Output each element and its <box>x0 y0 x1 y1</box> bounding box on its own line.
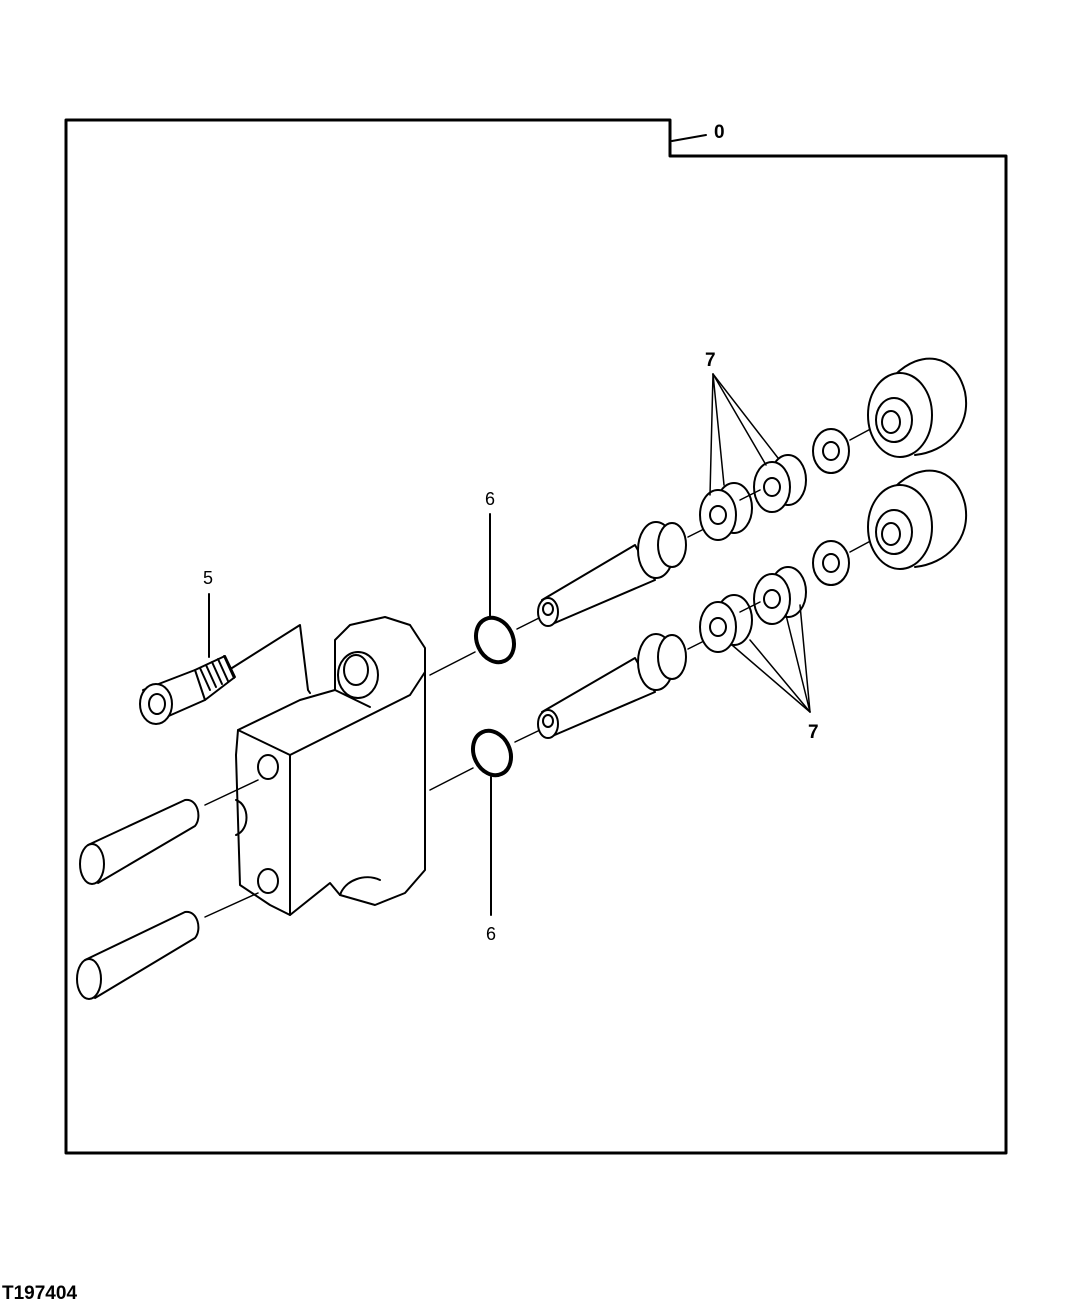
callout-7-lower-leaders <box>731 604 811 713</box>
callout-0-leader <box>671 134 707 142</box>
callout-5: 5 <box>203 568 213 588</box>
seal-stack-lower <box>699 540 850 653</box>
dowel-pin-lower <box>76 892 259 1000</box>
valve-housing <box>235 616 426 916</box>
callout-7-lower: 7 <box>808 722 819 743</box>
callout-7-upper: 7 <box>705 350 716 371</box>
seal-stack-upper <box>699 428 850 541</box>
end-cap-lower <box>867 469 968 570</box>
end-cap-upper <box>867 357 968 458</box>
callout-7-upper-leaders <box>709 373 779 496</box>
o-ring-upper <box>474 615 516 665</box>
diagram-frame <box>64 118 1008 1155</box>
spool-upper <box>537 521 687 627</box>
cap-screw <box>139 624 311 725</box>
o-ring-lower <box>471 728 513 778</box>
cap-screw-leader <box>231 624 311 694</box>
dowel-pin-upper <box>79 779 259 885</box>
spool-lower <box>537 633 687 739</box>
callout-0: 0 <box>714 122 725 143</box>
figure-id: T197404 <box>2 1283 78 1304</box>
callout-6-lower: 6 <box>486 924 496 944</box>
callout-6-upper: 6 <box>485 489 495 509</box>
